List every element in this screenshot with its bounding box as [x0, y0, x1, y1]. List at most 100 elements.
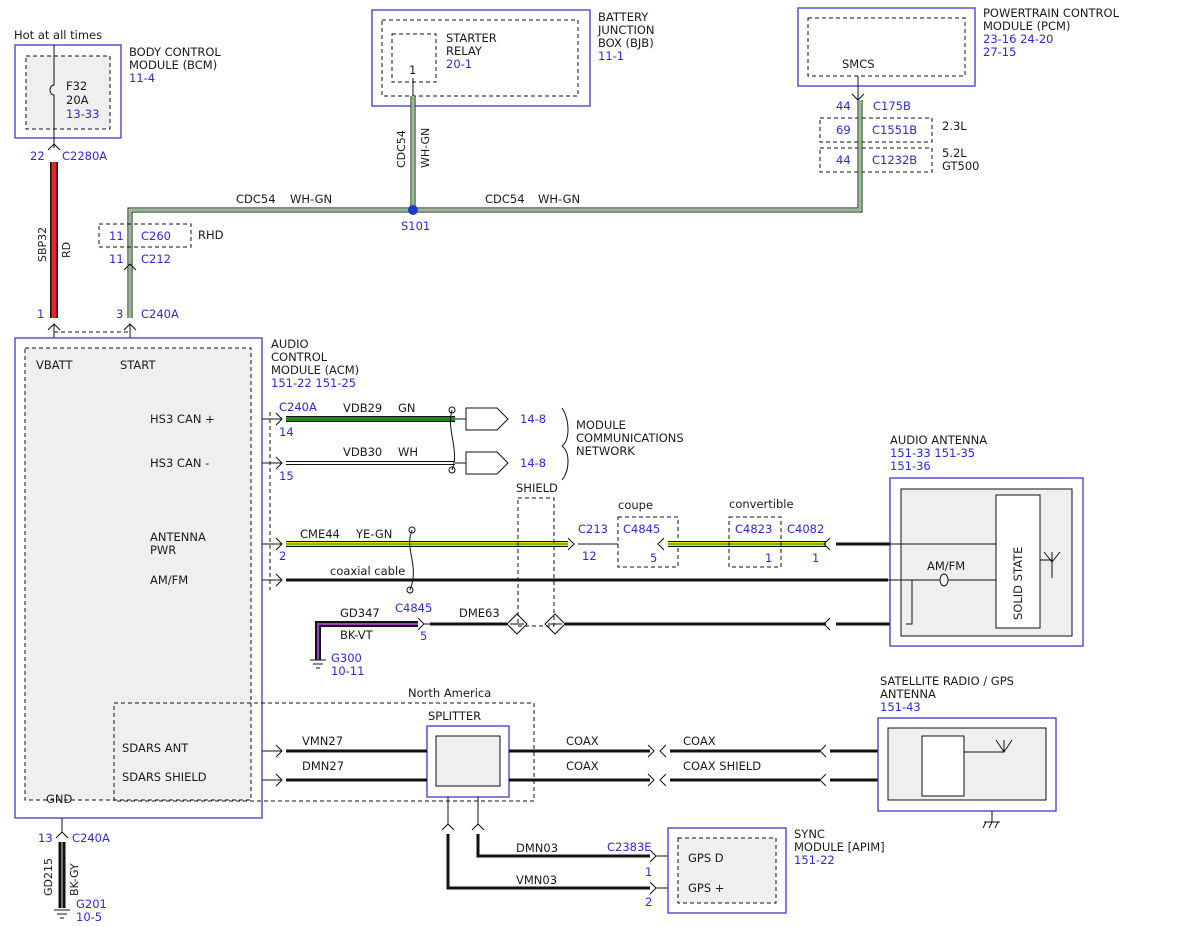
- c1551b-note: 2.3L: [942, 119, 967, 133]
- antpwr-label-1: ANTENNA: [150, 530, 206, 544]
- bcm-conn: C2280A: [62, 149, 107, 163]
- acm-name-1: AUDIO: [271, 337, 309, 351]
- sat-name-1: SATELLITE RADIO / GPS: [880, 674, 1014, 688]
- s101-splice: [408, 205, 418, 215]
- can-pin14: 14: [279, 425, 294, 439]
- bjb-name-3: BOX (BJB): [598, 36, 654, 50]
- dmn03-label: DMN03: [516, 841, 558, 855]
- amfm-circuit: coaxial cable: [262, 526, 888, 594]
- coax1-label: COAX: [566, 734, 599, 748]
- c4082-conn: C4082: [787, 522, 824, 536]
- sat-antenna-module: SATELLITE RADIO / GPS ANTENNA 151-43: [877, 674, 1057, 829]
- pcm-refs-1: 23-16 24-20: [983, 32, 1054, 46]
- shield-label: SHIELD: [516, 481, 558, 495]
- bcm-pin: 22: [30, 149, 45, 163]
- c2383e-conn: C2383E: [607, 840, 652, 854]
- coax2-label: COAX: [566, 759, 599, 773]
- vbatt-pin: 1: [37, 307, 44, 321]
- sdars-shield-label: SDARS SHIELD: [122, 770, 207, 784]
- c4082-pin: 1: [812, 551, 819, 565]
- audio-antenna-name: AUDIO ANTENNA: [890, 433, 987, 447]
- gd347-label: GD347: [340, 606, 380, 620]
- pcm-name-1: POWERTRAIN CONTROL: [983, 6, 1120, 20]
- hs3p-label: HS3 CAN +: [150, 412, 215, 426]
- c213-pin: 12: [582, 549, 597, 563]
- cme44-label: CME44: [300, 527, 340, 541]
- coax-label: coaxial cable: [330, 564, 405, 578]
- antpwr-pin: 2: [279, 549, 286, 563]
- relay-name-2: RELAY: [446, 44, 483, 58]
- acm-gnd-pin: 13: [38, 831, 53, 845]
- vmn27-label: VMN27: [302, 734, 343, 748]
- acm-name-2: CONTROL: [271, 350, 328, 364]
- start-label: START: [120, 358, 156, 372]
- c212-conn: C212: [141, 252, 171, 266]
- bcm-module: Hot at all times BODY CONTROL MODULE (BC…: [14, 28, 221, 163]
- g300-ref: 10-11: [331, 664, 364, 678]
- cdc54-left: CDC54: [236, 192, 276, 206]
- vmn03-label: VMN03: [516, 873, 557, 887]
- acm-refs: 151-22 151-25: [271, 376, 356, 390]
- fuse-amps: 20A: [66, 93, 89, 107]
- pcm-refs-2: 27-15: [983, 45, 1016, 59]
- vbatt-label: VBATT: [36, 358, 74, 372]
- acm-name-3: MODULE (ACM): [271, 363, 359, 377]
- c1232b-pin: 44: [836, 153, 851, 167]
- relay-ref: 20-1: [446, 57, 472, 71]
- c260-conn: C260: [141, 229, 171, 243]
- sync-name-1: SYNC: [794, 827, 825, 841]
- coupe-label: coupe: [618, 498, 653, 512]
- coax-shield-label: COAX SHIELD: [683, 759, 761, 773]
- can-ref-1: 14-8: [520, 412, 546, 426]
- sync-module: DMN03 VMN03 C2383E 1 2 GPS D GPS + SYNC …: [441, 797, 885, 914]
- smcs-label: SMCS: [842, 57, 875, 71]
- network-1: MODULE: [576, 418, 626, 432]
- c4823-pin: 1: [765, 551, 772, 565]
- fuse-ref: 13-33: [66, 107, 99, 121]
- rhd-label: RHD: [198, 228, 224, 242]
- whgn-right: WH-GN: [538, 192, 580, 206]
- c260-pin: 11: [109, 229, 124, 243]
- sat-name-2: ANTENNA: [880, 687, 936, 701]
- c4823-conn: C4823: [735, 522, 772, 536]
- bcm-ref: 11-4: [129, 71, 155, 85]
- bjb-name-2: JUNCTION: [597, 23, 655, 37]
- sync-pin2: 2: [645, 895, 652, 909]
- bcm-name-2: MODULE (BCM): [129, 58, 217, 72]
- gnd-label: GND: [46, 792, 73, 806]
- start-wire: S101 CDC54 WH-GN CDC54 WH-GN CDC54 WH-GN…: [54, 96, 863, 338]
- can-minus-arrow: [465, 451, 509, 475]
- antpwr-label-2: PWR: [150, 543, 176, 557]
- c1232b-note-1: 5.2L: [942, 146, 967, 160]
- vbatt-wire: SBP32 RD 1: [36, 162, 73, 338]
- pcm-conn: C175B: [873, 99, 911, 113]
- network-2: COMMUNICATIONS: [576, 431, 684, 445]
- c1551b-pin: 69: [836, 123, 851, 137]
- gd215-label: GD215: [42, 858, 55, 896]
- sync-ref: 151-22: [794, 853, 835, 867]
- acm-module: AUDIO CONTROL MODULE (ACM) 151-22 151-25…: [14, 337, 535, 819]
- c1232b-note-2: GT500: [942, 159, 979, 173]
- rd-label: RD: [60, 242, 73, 258]
- fuse-label: F32: [66, 79, 87, 93]
- sbp32-label: SBP32: [36, 227, 49, 262]
- splitter-label: SPLITTER: [428, 709, 481, 723]
- hs3m-label: HS3 CAN -: [150, 456, 209, 470]
- c212-pin: 11: [109, 252, 124, 266]
- g201-label: G201: [76, 897, 107, 911]
- bkvt-label: BK-VT: [340, 628, 374, 642]
- solid-state-label: SOLID STATE: [1011, 547, 1025, 620]
- sat-ref: 151-43: [880, 700, 921, 714]
- dme63-label: DME63: [459, 606, 500, 620]
- s101-label: S101: [401, 219, 430, 233]
- hot-label: Hot at all times: [14, 28, 102, 42]
- wh-label: WH: [398, 445, 418, 459]
- gpsp-label: GPS +: [688, 881, 724, 895]
- pcm-pin: 44: [836, 99, 851, 113]
- can-plus-arrow: [465, 407, 509, 431]
- yegn-label: YE-GN: [355, 527, 392, 541]
- bjb-ref: 11-1: [598, 49, 624, 63]
- audio-antenna-amfm: AM/FM: [927, 559, 965, 573]
- coax3-label: COAX: [683, 734, 716, 748]
